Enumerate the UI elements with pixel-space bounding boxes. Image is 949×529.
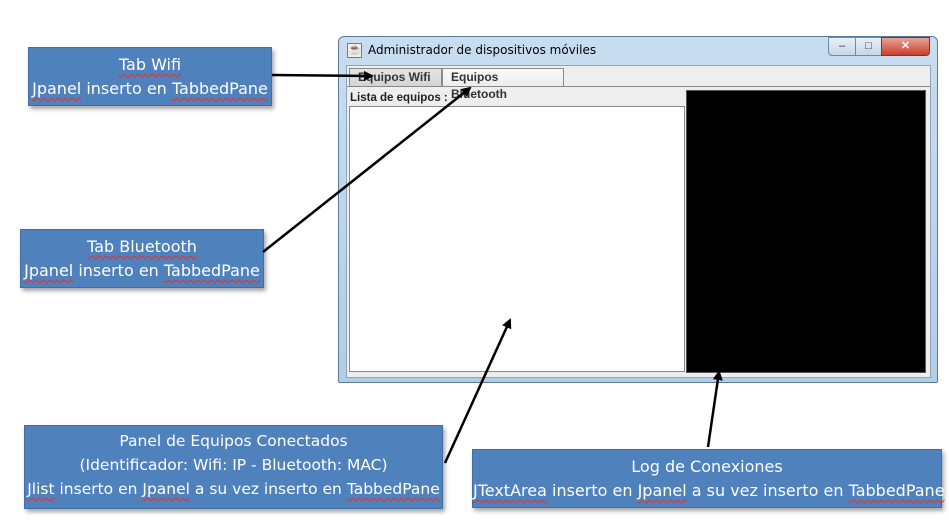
- equipos-list[interactable]: [349, 106, 685, 372]
- callout-tab-bluetooth: Tab Bluetooth Jpanel inserto en TabbedPa…: [20, 229, 264, 288]
- java-app-icon: ☕: [347, 43, 362, 58]
- arrow-panel: [443, 318, 512, 464]
- callout-title-text: Tab Wifi: [118, 55, 182, 74]
- callout-connection-log: Log de Conexiones JTextArea inserto en J…: [472, 449, 945, 508]
- callout-title: Tab Wifi: [29, 53, 271, 77]
- connector-text: a su vez inserto en: [686, 481, 849, 500]
- jpanel-word: Jpanel: [637, 481, 687, 500]
- jpanel-word: Jpanel: [24, 261, 74, 280]
- connector-text: inserto en: [546, 481, 638, 500]
- connector-text: inserto en: [81, 79, 172, 98]
- callout-line-3: Jlist inserto en Jpanel a su vez inserto…: [25, 477, 442, 501]
- arrow-wifi: [271, 70, 374, 81]
- arrow-log: [706, 370, 723, 448]
- jpanel-word: Jpanel: [142, 480, 190, 498]
- connector-text: inserto en: [73, 261, 164, 280]
- title-bar[interactable]: ☕ Administrador de dispositivos móviles …: [339, 37, 937, 63]
- tabbedpane-word: TabbedPane: [848, 481, 945, 500]
- list-label: Lista de equipos :: [350, 92, 448, 104]
- callout-connected-panel: Panel de Equipos Conectados (Identificad…: [24, 425, 443, 509]
- tab-equipos-bluetooth[interactable]: Equipos Bluetooth: [442, 68, 564, 101]
- window-content: Equipos Wifi Equipos Bluetooth Lista de …: [346, 65, 931, 378]
- callout-tab-wifi: Tab Wifi Jpanel inserto en TabbedPane: [28, 47, 272, 106]
- callout-line-2: JTextArea inserto en Jpanel a su vez ins…: [473, 479, 945, 503]
- callout-title: Tab Bluetooth: [21, 235, 263, 259]
- jtextarea-word: JTextArea: [473, 481, 547, 500]
- tabbedpane-word: TabbedPane: [163, 261, 260, 280]
- arrow-bluetooth: [262, 86, 472, 253]
- jlist-word: Jlist: [27, 480, 55, 498]
- connector-text: a su vez inserto en: [189, 480, 347, 498]
- callout-title-text: Tab Bluetooth: [87, 237, 197, 256]
- callout-line-1: Panel de Equipos Conectados: [119, 432, 348, 450]
- callout-subtitle: Jpanel inserto en TabbedPane: [29, 77, 271, 101]
- callout-line-2: (Identificador: Wifi: IP - Bluetooth: MA…: [79, 456, 388, 474]
- tab-divider: [347, 86, 930, 87]
- callout-subtitle: Jpanel inserto en TabbedPane: [21, 259, 263, 283]
- connection-log-textarea[interactable]: [686, 90, 926, 373]
- connector-text: inserto en: [54, 480, 143, 498]
- callout-line-1: Log de Conexiones: [631, 457, 783, 476]
- app-window: ☕ Administrador de dispositivos móviles …: [338, 36, 938, 383]
- tabbedpane-word: TabbedPane: [171, 79, 268, 98]
- tabbedpane-word: TabbedPane: [346, 480, 440, 498]
- jpanel-word: Jpanel: [32, 79, 82, 98]
- close-button[interactable]: ✕: [881, 37, 930, 56]
- window-title: Administrador de dispositivos móviles: [368, 43, 597, 57]
